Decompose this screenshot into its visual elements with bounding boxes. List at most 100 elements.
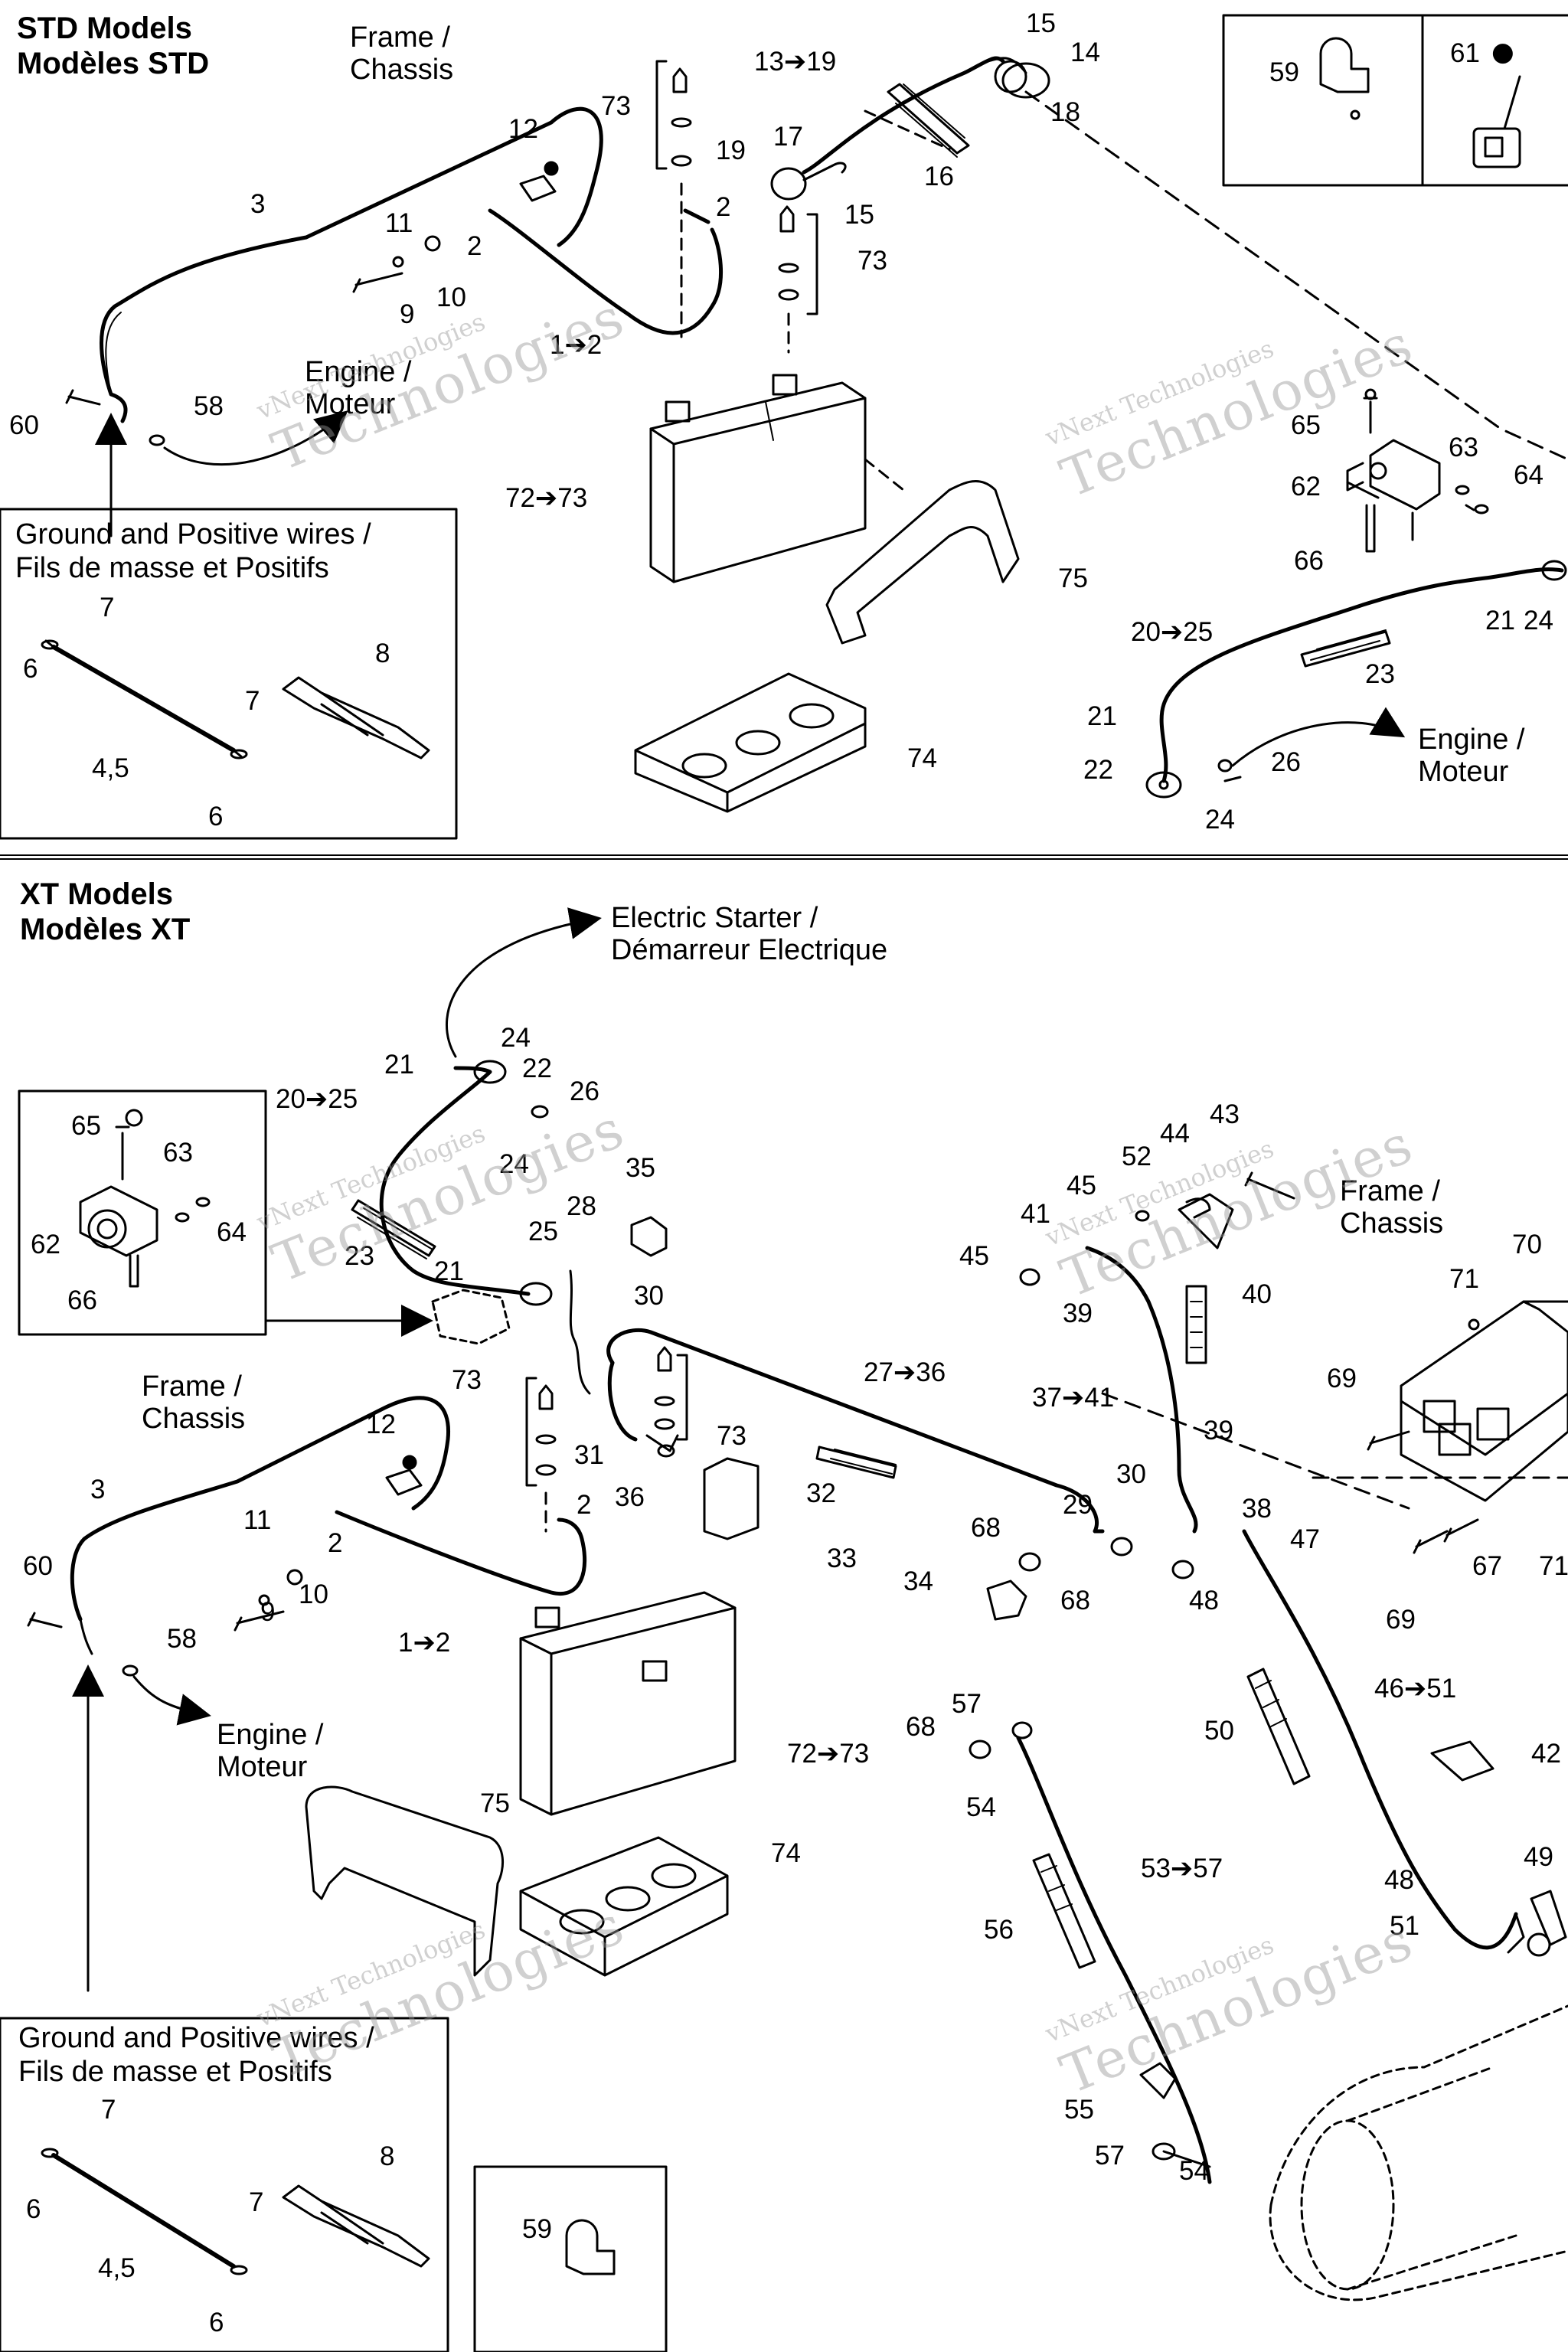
callout: 53➔57 — [1141, 1854, 1223, 1883]
std-inset-title-line1: Ground and Positive wires / — [15, 518, 371, 550]
callout: 11 — [243, 1505, 272, 1535]
xt-frame1-line1: Frame / — [1340, 1175, 1440, 1207]
callout: 62 — [31, 1230, 60, 1259]
std-inset-cable-4 — [51, 645, 236, 753]
callout: 7 — [249, 2187, 264, 2217]
callout: 60 — [23, 1551, 53, 1581]
callout: 61 — [1450, 38, 1480, 68]
callout: 8 — [375, 639, 390, 668]
callout: 54 — [1179, 2156, 1209, 2186]
boot-33 — [703, 1457, 760, 1540]
xt-engine-label: Engine / Moteur — [217, 1719, 323, 1783]
callout: 48 — [1384, 1865, 1414, 1895]
xt-inset-title-line1: Ground and Positive wires / — [18, 2022, 374, 2054]
callout: 22 — [1083, 755, 1113, 785]
callout: 2 — [328, 1528, 343, 1558]
callout: 21 — [384, 1050, 414, 1080]
std-strap-75 — [825, 479, 1020, 645]
callout: 24 — [501, 1023, 531, 1053]
callout: 39 — [1204, 1416, 1233, 1446]
xt-engine-line2: Moteur — [217, 1751, 308, 1783]
callout: 7 — [101, 2095, 116, 2125]
xt-frame1-line2: Chassis — [1340, 1207, 1444, 1240]
callout: 69 — [1327, 1364, 1357, 1393]
callout: 30 — [634, 1281, 664, 1311]
xt-ground-cable-3 — [70, 1396, 451, 1622]
callout: 60 — [9, 410, 39, 440]
xt-section-title: XT Models Modèles XT — [20, 877, 190, 947]
callout: 68 — [1060, 1586, 1090, 1615]
xt-frame2-line2: Chassis — [142, 1403, 246, 1435]
xt-inset-box-wires — [0, 2017, 449, 2352]
callout: 1➔2 — [398, 1628, 451, 1658]
callout: 10 — [436, 283, 466, 312]
callout: 7 — [245, 686, 260, 716]
callout: 21 — [1485, 606, 1515, 635]
std-engine1-line1: Engine / — [305, 356, 412, 388]
callout: 35 — [626, 1153, 655, 1183]
xt-battery — [519, 1591, 737, 1816]
callout: 26 — [570, 1076, 599, 1106]
xt-inset-cable-4 — [51, 2153, 236, 2269]
xt-inset-title-line2: Fils de masse et Positifs — [18, 2056, 332, 2088]
xt-cable-53 — [1016, 1736, 1212, 2184]
callout: 2 — [716, 192, 731, 222]
xt-strap-75 — [305, 1785, 505, 1977]
terminal-49 — [1530, 1890, 1567, 1946]
callout: 26 — [1271, 747, 1301, 777]
callout: 63 — [163, 1138, 193, 1168]
callout: 66 — [1294, 546, 1324, 576]
callout: 48 — [1189, 1586, 1219, 1615]
callout: 46➔51 — [1374, 1674, 1457, 1704]
callout: 69 — [1386, 1605, 1416, 1635]
callout: 17 — [773, 122, 803, 152]
callout: 3 — [250, 189, 266, 219]
callout: 1➔2 — [550, 330, 603, 360]
callout: 6 — [208, 802, 224, 831]
callout: 11 — [385, 208, 413, 238]
callout: 54 — [966, 1792, 996, 1822]
callout: 44 — [1160, 1119, 1190, 1148]
callout: 18 — [1050, 97, 1080, 127]
starter-motor — [1269, 2004, 1568, 2301]
callout: 9 — [400, 299, 415, 329]
callout: 6 — [23, 654, 38, 684]
callout: 14 — [1070, 38, 1100, 67]
callout: 29 — [1063, 1490, 1093, 1520]
callout: 4,5 — [98, 2253, 136, 2283]
callout: 74 — [907, 743, 937, 773]
std-frame-label: Frame / Chassis — [350, 21, 453, 86]
xt-tray-74 — [519, 1836, 729, 1977]
std-title-line1: STD Models — [17, 11, 192, 45]
std-inset-box-connectors — [1222, 14, 1568, 187]
callout: 74 — [771, 1838, 801, 1868]
std-section-title: STD Models Modèles STD — [17, 11, 209, 81]
callout: 36 — [615, 1482, 645, 1512]
xt-frame-label-2: Frame / Chassis — [142, 1370, 245, 1435]
callout: 73 — [601, 91, 631, 121]
callout: 47 — [1290, 1524, 1320, 1554]
callout: 45 — [1067, 1171, 1096, 1200]
heat-shrink-50 — [1246, 1668, 1311, 1785]
callout: 13➔19 — [754, 47, 837, 77]
callout: 72➔73 — [787, 1739, 870, 1769]
callout: 12 — [508, 114, 538, 144]
callout: 16 — [924, 162, 954, 191]
callout: 63 — [1449, 433, 1478, 462]
callout: 20➔25 — [1131, 617, 1214, 647]
std-cable-2 — [488, 208, 723, 335]
callout: 52 — [1122, 1142, 1152, 1171]
crimp-tool-8 — [282, 676, 430, 760]
callout: 28 — [567, 1191, 596, 1221]
xt-frame-label-1: Frame / Chassis — [1340, 1175, 1443, 1240]
callout: 71 — [1539, 1551, 1568, 1581]
callout: 32 — [806, 1478, 836, 1508]
callout: 65 — [71, 1111, 101, 1141]
callout: 21 — [434, 1256, 464, 1286]
heat-shrink-40 — [1185, 1285, 1207, 1364]
callout: 4,5 — [92, 753, 129, 783]
callout: 8 — [380, 2141, 395, 2171]
callout: 62 — [1291, 472, 1321, 501]
callout: 58 — [167, 1624, 197, 1654]
